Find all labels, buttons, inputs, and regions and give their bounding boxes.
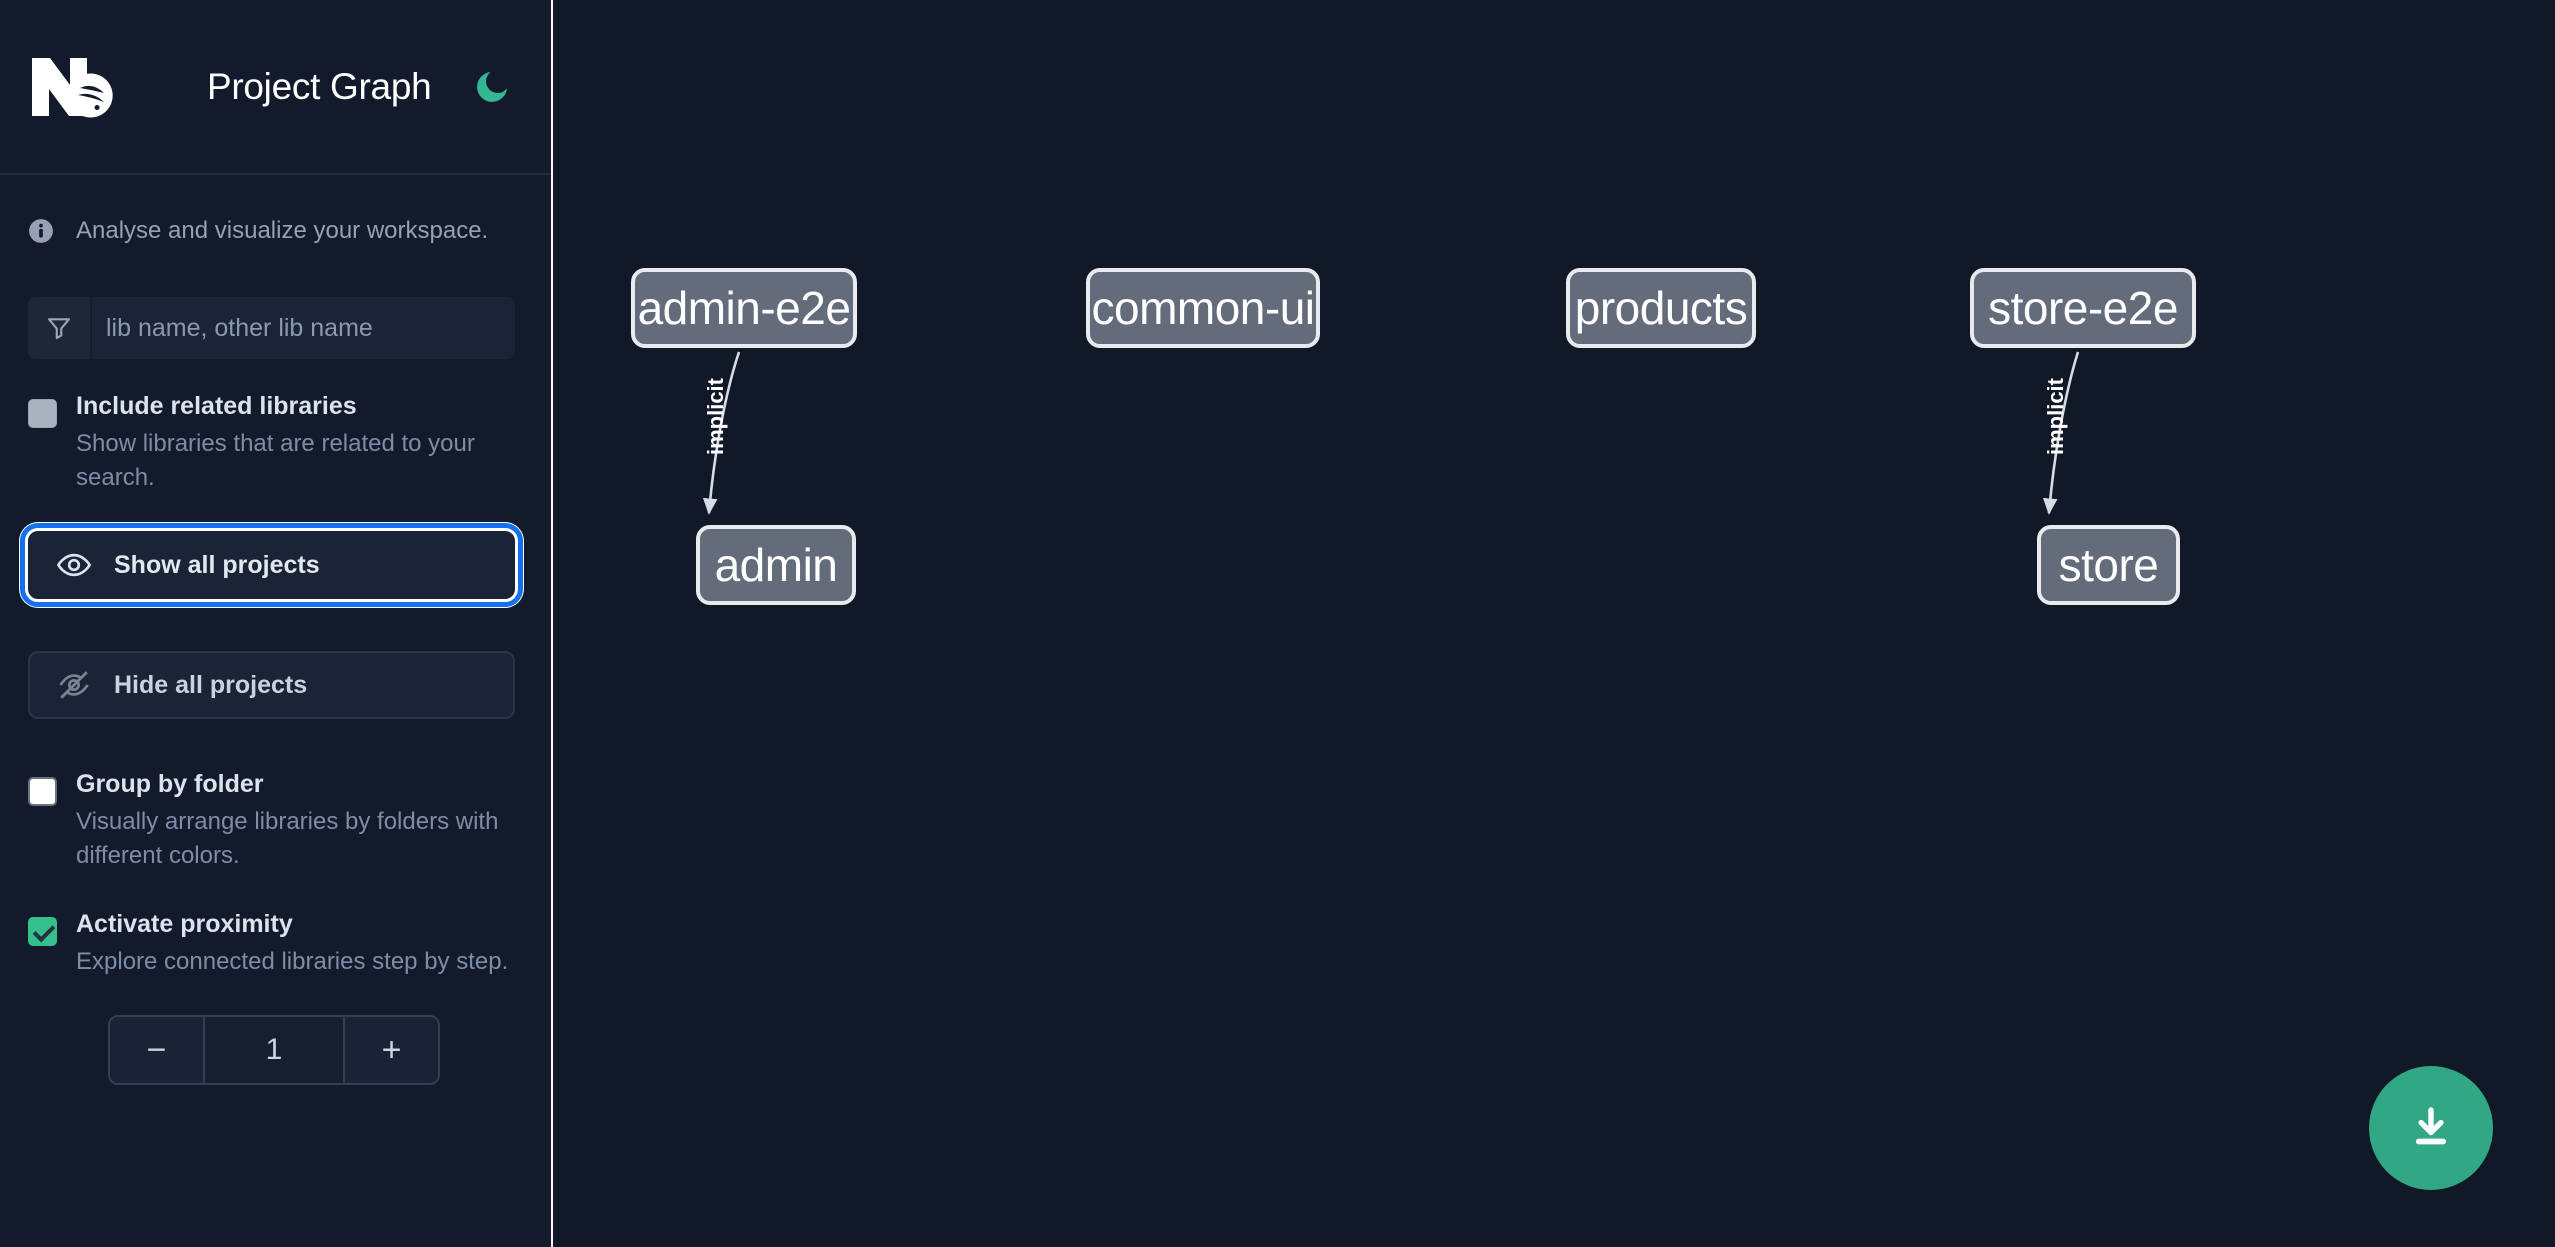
stepper-decrement-button[interactable]: −	[110, 1017, 205, 1084]
moon-icon[interactable]	[471, 66, 513, 108]
hide-all-projects-button[interactable]: Hide all projects	[28, 651, 515, 720]
download-button[interactable]	[2369, 1066, 2493, 1190]
graph-canvas[interactable]: implicit implicit admin-e2e common-ui pr…	[553, 0, 2555, 1247]
stepper-increment-button[interactable]: +	[343, 1017, 438, 1084]
option-description: Explore connected libraries step by step…	[76, 947, 509, 975]
graph-node-admin[interactable]: admin	[696, 525, 856, 605]
option-label: Include related libraries	[76, 392, 357, 420]
edge-label-implicit: implicit	[2043, 378, 2068, 456]
graph-node-admin-e2e[interactable]: admin-e2e	[631, 268, 857, 348]
activate-proximity-checkbox[interactable]	[28, 917, 57, 947]
sidebar-header: Project Graph	[0, 0, 553, 175]
option-group-by-folder[interactable]: Group by folder Visually arrange librari…	[0, 771, 553, 873]
option-description: Visually arrange libraries by folders wi…	[76, 807, 499, 869]
option-description: Show libraries that are related to your …	[76, 429, 475, 491]
include-related-libraries-checkbox[interactable]	[28, 399, 57, 428]
graph-node-products[interactable]: products	[1566, 268, 1756, 348]
eye-icon	[56, 553, 92, 577]
eye-off-icon	[59, 671, 89, 699]
graph-edges	[702, 351, 2080, 515]
option-text-group: Group by folder Visually arrange librari…	[76, 771, 515, 873]
tagline: Analyse and visualize your workspace.	[0, 175, 553, 287]
edge-label-implicit: implicit	[703, 378, 728, 456]
nx-logo-icon	[32, 57, 113, 117]
graph-node-store-e2e[interactable]: store-e2e	[1970, 268, 2196, 348]
option-label: Activate proximity	[76, 910, 293, 939]
tagline-text: Analyse and visualize your workspace.	[76, 217, 489, 244]
info-icon	[29, 219, 53, 243]
sidebar: Project Graph Analyse and visualize your…	[0, 0, 553, 1247]
graph-node-store[interactable]: store	[2037, 525, 2180, 605]
option-text-group: Include related libraries Show libraries…	[76, 392, 515, 495]
hide-all-projects-label: Hide all projects	[114, 670, 308, 699]
search-input[interactable]	[92, 297, 515, 359]
sidebar-scrollbar-track[interactable]	[551, 0, 553, 1247]
stepper-value: 1	[205, 1017, 343, 1084]
page-title: Project Graph	[207, 65, 432, 107]
option-include-related-libraries[interactable]: Include related libraries Show libraries…	[0, 392, 553, 495]
graph-node-common-ui[interactable]: common-ui	[1086, 268, 1320, 348]
filter-search-box[interactable]	[28, 297, 515, 359]
funnel-icon	[28, 297, 92, 359]
option-text-group: Activate proximity Explore connected lib…	[76, 911, 515, 979]
proximity-stepper[interactable]: − 1 +	[108, 1015, 440, 1086]
option-label: Group by folder	[76, 770, 264, 799]
group-by-folder-checkbox[interactable]	[28, 777, 57, 807]
download-icon	[2415, 1107, 2447, 1145]
option-activate-proximity[interactable]: Activate proximity Explore connected lib…	[0, 911, 553, 979]
show-all-projects-label: Show all projects	[114, 550, 320, 579]
show-all-projects-button[interactable]: Show all projects	[20, 523, 523, 608]
